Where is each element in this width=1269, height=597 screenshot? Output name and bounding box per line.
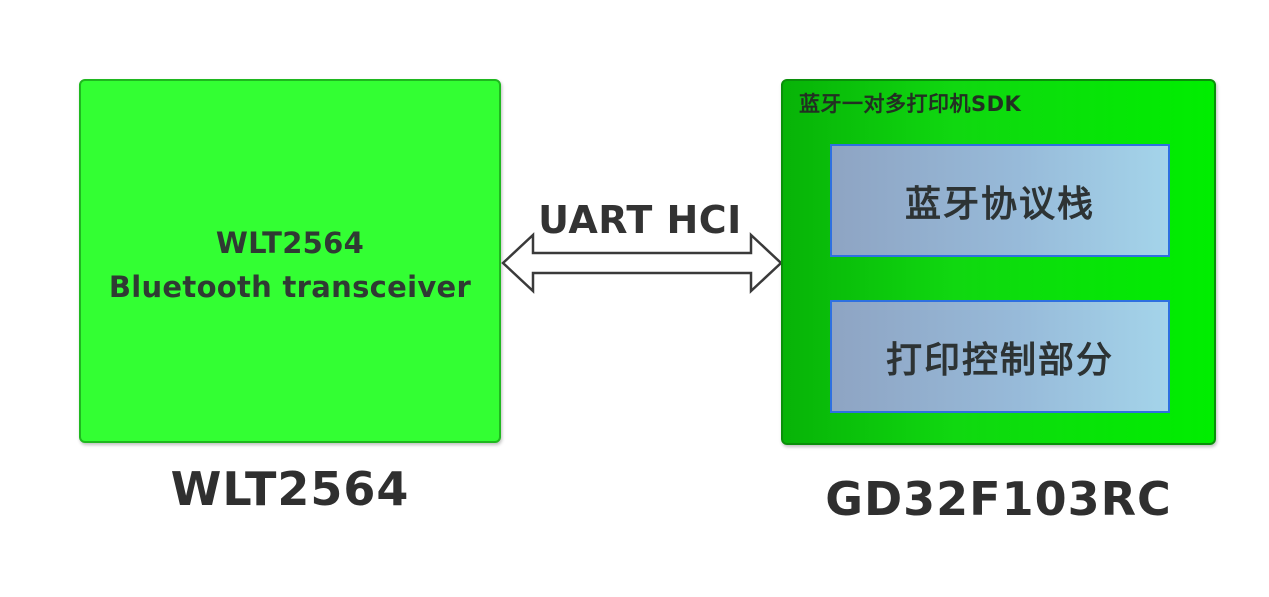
wlt2564-module-description: Bluetooth transceiver	[108, 270, 472, 304]
wlt2564-module-name: WLT2564	[215, 226, 365, 260]
bluetooth-stack-label: 蓝牙协议栈	[904, 183, 1095, 225]
gd32-caption: GD32F103RC	[825, 472, 1172, 526]
bluetooth-stack-box: 蓝牙协议栈	[830, 144, 1170, 257]
gd32-module-block: 蓝牙一对多打印机SDK 蓝牙协议栈 打印控制部分	[781, 79, 1216, 445]
wlt2564-module-block: WLT2564 Bluetooth transceiver	[79, 79, 501, 443]
wlt2564-module-text: WLT2564 Bluetooth transceiver	[81, 221, 499, 309]
wlt2564-caption: WLT2564	[170, 462, 410, 516]
bidirectional-arrow-icon	[501, 232, 783, 294]
uart-hci-label: UART HCI	[538, 198, 742, 242]
print-control-box: 打印控制部分	[830, 300, 1170, 413]
sdk-title: 蓝牙一对多打印机SDK	[799, 92, 1022, 116]
print-control-label: 打印控制部分	[885, 339, 1114, 381]
